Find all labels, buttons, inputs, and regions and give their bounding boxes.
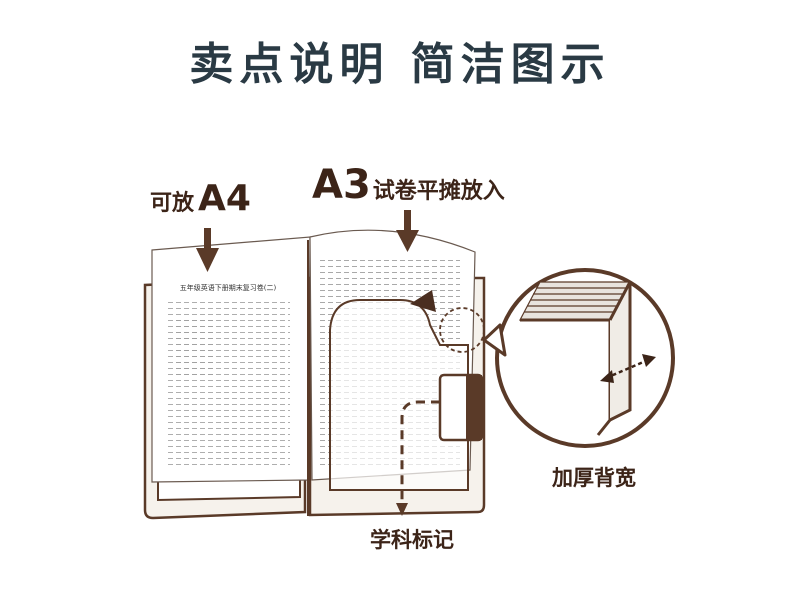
subject-tab	[438, 373, 484, 442]
callout-a3: A3试卷平摊放入	[312, 162, 505, 208]
tab-arrow-head	[396, 503, 408, 516]
a4-arrow	[196, 228, 219, 272]
paper-a4-heading: 五年级英语下册期末复习卷(二)	[180, 283, 277, 292]
zoom-source-circle	[439, 307, 485, 353]
a3-arrow	[396, 210, 419, 252]
page-title: 卖点说明 简洁图示	[189, 39, 611, 90]
callout-spine: 加厚背宽	[552, 466, 636, 490]
pocket-right	[329, 299, 469, 491]
callout-a3-big: A3	[312, 162, 371, 208]
callout-a3-suffix: 试卷平摊放入	[372, 179, 505, 204]
callout-tab: 学科标记	[370, 528, 454, 552]
spine-magnifier	[482, 268, 675, 448]
callout-a4-big: A4	[198, 178, 251, 219]
pocket-pointer-icon	[410, 290, 436, 312]
tab-dashed-arrow	[400, 400, 440, 505]
callout-a4-prefix: 可放	[150, 191, 195, 216]
paper-a4	[151, 236, 311, 483]
